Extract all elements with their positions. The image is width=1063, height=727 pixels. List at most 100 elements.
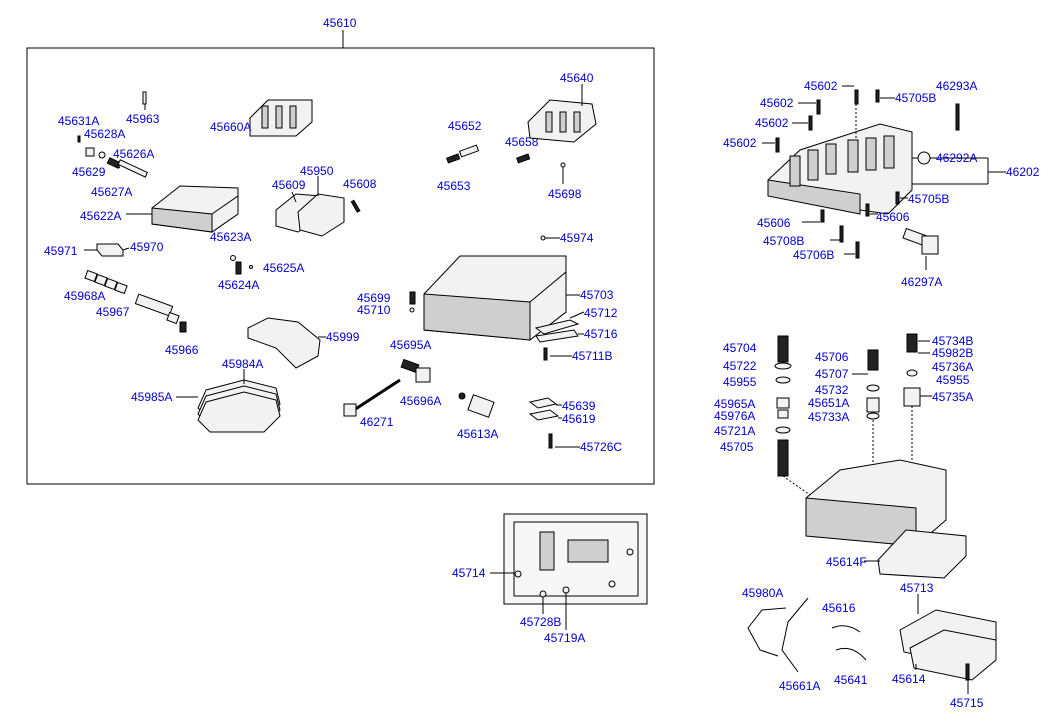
part-label-45606-2[interactable]: 45606 — [876, 210, 910, 224]
part-label-45602-4[interactable]: 45602 — [723, 136, 757, 150]
part-label-45726c[interactable]: 45726C — [580, 440, 622, 454]
part-label-45704[interactable]: 45704 — [723, 341, 757, 355]
part-label-45971[interactable]: 45971 — [44, 244, 78, 258]
part-label-45698[interactable]: 45698 — [548, 187, 582, 201]
part-45606-bolt-1 — [820, 209, 825, 223]
part-label-45631a[interactable]: 45631A — [58, 114, 99, 128]
part-label-45711b[interactable]: 45711B — [572, 349, 612, 363]
part-label-45710[interactable]: 45710 — [357, 303, 391, 317]
part-label-45661a[interactable]: 45661A — [779, 679, 820, 693]
part-label-45705[interactable]: 45705 — [720, 440, 754, 454]
part-45966 — [179, 321, 187, 333]
part-label-45614[interactable]: 45614 — [892, 672, 926, 686]
part-label-45950[interactable]: 45950 — [300, 164, 334, 178]
part-45716 — [535, 329, 579, 343]
part-label-45619[interactable]: 45619 — [562, 412, 596, 426]
part-label-45613a[interactable]: 45613A — [457, 427, 498, 441]
part-label-45721a[interactable]: 45721A — [714, 424, 755, 438]
part-45705 — [777, 439, 789, 477]
part-45733a — [866, 412, 880, 420]
part-label-45626a[interactable]: 45626A — [113, 147, 154, 161]
part-45715 — [965, 663, 970, 681]
part-label-45699[interactable]: 45699 — [357, 291, 391, 305]
part-label-45985a[interactable]: 45985A — [131, 390, 172, 404]
part-label-45705b-1[interactable]: 45705B — [895, 91, 936, 105]
part-label-45651a[interactable]: 45651A — [808, 396, 849, 410]
part-45602-bolt-4 — [775, 137, 780, 153]
part-label-46292a[interactable]: 46292A — [936, 151, 977, 165]
part-label-45966[interactable]: 45966 — [165, 343, 199, 357]
part-label-45955-2[interactable]: 45955 — [936, 373, 970, 387]
part-label-45616[interactable]: 45616 — [822, 601, 856, 615]
part-label-45625a[interactable]: 45625A — [263, 261, 304, 275]
part-46292a — [917, 151, 931, 165]
part-label-45705b-2[interactable]: 45705B — [908, 192, 949, 206]
part-label-45963[interactable]: 45963 — [126, 112, 160, 126]
part-label-45976a[interactable]: 45976A — [714, 409, 755, 423]
part-label-45728b[interactable]: 45728B — [520, 615, 561, 629]
part-label-45965a[interactable]: 45965A — [714, 397, 755, 411]
part-label-45703[interactable]: 45703 — [580, 288, 614, 302]
part-label-46293a[interactable]: 46293A — [936, 79, 977, 93]
part-label-45732[interactable]: 45732 — [815, 383, 849, 397]
part-label-45602-3[interactable]: 45602 — [755, 116, 789, 130]
part-label-45974[interactable]: 45974 — [560, 231, 594, 245]
part-label-45719a[interactable]: 45719A — [544, 631, 585, 645]
part-label-45999[interactable]: 45999 — [326, 330, 360, 344]
part-label-46297a[interactable]: 46297A — [901, 275, 942, 289]
part-label-45614f[interactable]: 45614F — [826, 555, 867, 569]
part-lower-valve-body — [805, 459, 947, 547]
part-label-45628a[interactable]: 45628A — [84, 127, 125, 141]
part-label-45707[interactable]: 45707 — [815, 367, 849, 381]
part-label-45955-1[interactable]: 45955 — [723, 375, 757, 389]
part-label-45982b[interactable]: 45982B — [932, 346, 973, 360]
part-label-45624a[interactable]: 45624A — [218, 278, 259, 292]
part-label-45967[interactable]: 45967 — [96, 305, 130, 319]
part-45711b — [543, 347, 548, 361]
part-label-45980a[interactable]: 45980A — [742, 586, 783, 600]
part-label-45735a[interactable]: 45735A — [932, 390, 973, 404]
part-label-45715[interactable]: 45715 — [950, 696, 984, 710]
part-label-45734b[interactable]: 45734B — [932, 334, 973, 348]
part-label-45984a[interactable]: 45984A — [222, 357, 263, 371]
part-label-45706[interactable]: 45706 — [815, 350, 849, 364]
part-45703 — [423, 255, 567, 342]
part-label-45610[interactable]: 45610 — [323, 16, 357, 30]
part-label-45623a[interactable]: 45623A — [210, 230, 251, 244]
assembly-frame-45610 — [26, 47, 655, 485]
part-45619 — [528, 409, 560, 421]
part-label-45639[interactable]: 45639 — [562, 399, 596, 413]
part-label-45968a[interactable]: 45968A — [64, 289, 105, 303]
part-label-45736a[interactable]: 45736A — [932, 360, 973, 374]
part-label-45627a[interactable]: 45627A — [91, 185, 132, 199]
part-label-45653[interactable]: 45653 — [437, 179, 471, 193]
part-label-45660a[interactable]: 45660A — [210, 120, 251, 134]
part-label-45695a[interactable]: 45695A — [390, 338, 431, 352]
part-label-45713[interactable]: 45713 — [900, 581, 934, 595]
part-label-45609[interactable]: 45609 — [272, 178, 306, 192]
part-label-45733a[interactable]: 45733A — [808, 410, 849, 424]
part-label-45714[interactable]: 45714 — [452, 566, 486, 580]
part-label-45640[interactable]: 45640 — [560, 71, 594, 85]
part-label-45629[interactable]: 45629 — [72, 165, 106, 179]
part-45639 — [528, 397, 558, 409]
part-label-45641[interactable]: 45641 — [834, 673, 868, 687]
part-45955-1 — [775, 376, 791, 384]
part-label-45706b[interactable]: 45706B — [793, 248, 834, 262]
part-label-45608[interactable]: 45608 — [343, 177, 377, 191]
part-45640 — [527, 99, 597, 143]
part-label-45722[interactable]: 45722 — [723, 359, 757, 373]
part-label-45696a[interactable]: 45696A — [400, 394, 441, 408]
part-45602-bolt-1 — [854, 89, 859, 105]
part-label-45708b[interactable]: 45708B — [763, 234, 804, 248]
part-label-45712[interactable]: 45712 — [584, 306, 618, 320]
part-label-45970[interactable]: 45970 — [130, 240, 164, 254]
part-label-45622a[interactable]: 45622A — [80, 209, 121, 223]
part-label-45606-1[interactable]: 45606 — [757, 216, 791, 230]
part-label-45716[interactable]: 45716 — [584, 327, 618, 341]
part-label-46271[interactable]: 46271 — [360, 415, 394, 429]
part-label-45602-2[interactable]: 45602 — [760, 96, 794, 110]
part-label-45652[interactable]: 45652 — [448, 119, 482, 133]
part-label-45602-1[interactable]: 45602 — [804, 79, 838, 93]
part-label-46202[interactable]: 46202 — [1006, 165, 1040, 179]
